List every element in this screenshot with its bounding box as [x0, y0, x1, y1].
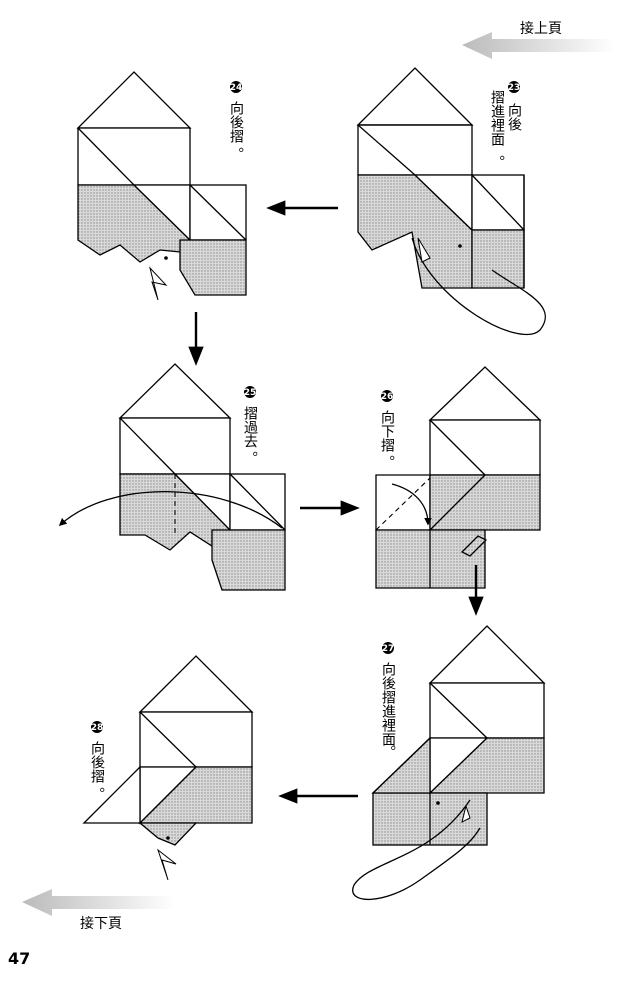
- step-24-number-badge: [230, 81, 242, 93]
- step-23-number: 23: [508, 83, 521, 93]
- step-27-line2: 。: [380, 745, 396, 759]
- step-24-line2: 。: [228, 147, 244, 161]
- step-23-diagram: [356, 67, 547, 336]
- step-25-label: 25 摺過去 。: [242, 386, 258, 465]
- step-26-number-badge: [381, 390, 393, 402]
- step-24-label: 24 向後摺 。: [228, 81, 244, 161]
- step-27-line1: 向後摺進裡面: [380, 662, 396, 746]
- step-27-number: 27: [382, 644, 395, 654]
- step-27-number-badge: [382, 642, 394, 654]
- step-26-diagram: [375, 366, 542, 589]
- step-24-line1: 向後摺: [228, 101, 244, 143]
- next-page-nav[interactable]: 接下頁: [22, 889, 175, 932]
- step-26-number: 26: [381, 392, 394, 402]
- step-24-diagram: [76, 71, 247, 301]
- left-arrow-icon-bottom: [22, 889, 175, 916]
- nav-label-top: 接上頁: [520, 20, 562, 37]
- step-25-line2: 。: [242, 451, 258, 465]
- step-27-label: 27 向後摺進裡面 。: [380, 642, 396, 759]
- step-26-line2: 。: [379, 455, 395, 469]
- step-25-number-badge: [244, 386, 256, 398]
- step-28-line1: 向後摺: [89, 741, 105, 783]
- step-26-line1: 向下摺: [379, 410, 395, 452]
- step-25-number: 25: [244, 388, 257, 398]
- previous-page-nav[interactable]: 接上頁: [462, 20, 615, 59]
- step-25-line1: 摺過去: [242, 406, 258, 448]
- left-arrow-icon: [462, 32, 615, 59]
- step-23-number-badge: [508, 81, 520, 93]
- step-28-number-badge: [91, 721, 103, 733]
- step-25-diagram: [58, 363, 286, 591]
- step-23-line3: 。: [489, 155, 505, 169]
- step-28-number: 28: [91, 723, 104, 733]
- step-28-diagram: [82, 655, 254, 881]
- step-26-label: 26 向下摺 。: [379, 390, 395, 469]
- step-23-label: 23 向後 摺進裡面 。: [489, 81, 522, 169]
- step-23-line2: 摺進裡面: [489, 90, 505, 146]
- step-24-number: 24: [230, 83, 243, 93]
- nav-label-bottom: 接下頁: [80, 915, 122, 932]
- step-28-label: 28 向後摺 。: [89, 721, 105, 801]
- page-number: 47: [8, 949, 30, 968]
- step-23-line1: 向後: [506, 103, 522, 131]
- step-28-line2: 。: [89, 787, 105, 801]
- step-27-diagram: [352, 625, 546, 901]
